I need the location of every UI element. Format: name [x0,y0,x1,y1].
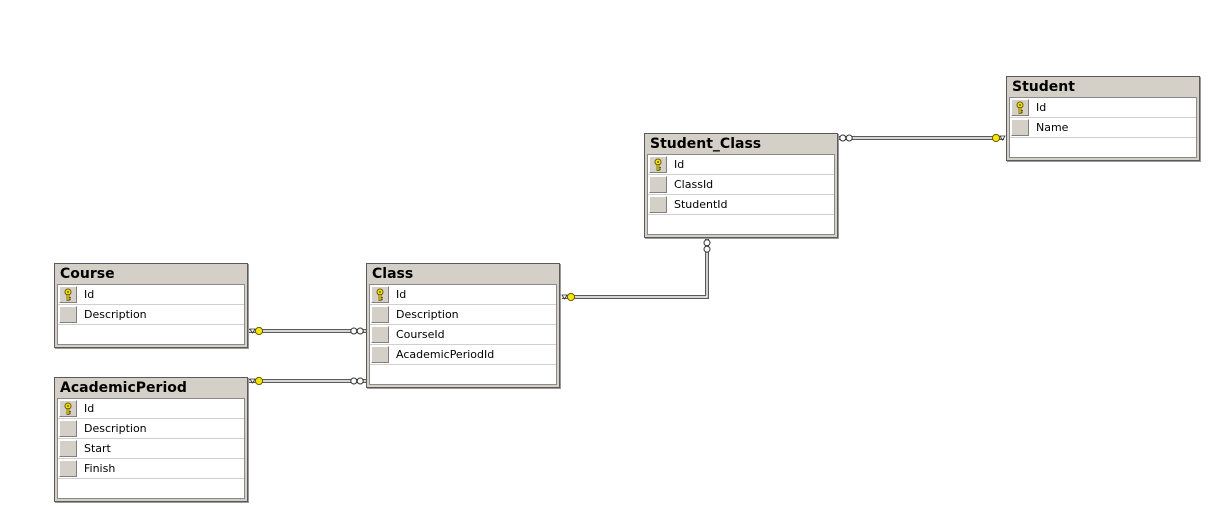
row-selector[interactable] [371,306,389,323]
one-end-icon [249,326,264,336]
many-end-icon [703,239,711,253]
relationship-line-inner [562,238,708,298]
column-name: Id [396,288,407,301]
key-icon [64,288,72,301]
table-title[interactable]: AcademicPeriod [60,380,187,396]
row-selector[interactable] [649,176,667,193]
many-end-icon [350,327,364,335]
table-title[interactable]: Student_Class [650,136,762,152]
column-row[interactable]: Description [370,305,556,325]
row-selector[interactable] [59,400,77,417]
table-title[interactable]: Course [60,266,115,282]
row-selector[interactable] [371,326,389,343]
column-name: Id [1036,101,1047,114]
row-selector[interactable] [649,156,667,173]
column-name: Id [674,158,685,171]
column-name: CourseId [396,328,445,341]
new-column-row[interactable] [370,365,556,384]
relationship-student-class-to-student[interactable] [838,133,1006,143]
column-name: Description [396,308,459,321]
column-row[interactable]: ClassId [648,175,834,195]
column-name: Name [1036,121,1069,134]
column-row[interactable]: Id [58,285,244,305]
column-row[interactable]: Name [1010,118,1196,138]
relationship-class-to-academic-period[interactable] [249,376,366,386]
column-row[interactable]: Id [58,399,244,419]
key-icon [376,288,384,301]
column-row[interactable]: StudentId [648,195,834,215]
column-row[interactable]: AcademicPeriodId [370,345,556,365]
column-row[interactable]: Start [58,439,244,459]
column-name: Start [84,442,111,455]
row-selector[interactable] [1011,99,1029,116]
new-column-row[interactable] [58,479,244,498]
row-selector[interactable] [59,306,77,323]
column-row[interactable]: Id [1010,98,1196,118]
one-end-icon [249,376,264,386]
one-end-icon [561,292,576,302]
relationship-line [562,238,709,299]
row-selector[interactable] [59,440,77,457]
key-icon [1016,101,1024,114]
column-name: ClassId [674,178,714,191]
column-row[interactable]: Description [58,419,244,439]
row-selector[interactable] [649,196,667,213]
column-name: Description [84,308,147,321]
column-name: StudentId [674,198,728,211]
row-selector[interactable] [371,286,389,303]
column-row[interactable]: Finish [58,459,244,479]
new-column-row[interactable] [648,215,834,234]
column-row[interactable]: Description [58,305,244,325]
row-selector[interactable] [59,420,77,437]
column-row[interactable]: CourseId [370,325,556,345]
row-selector[interactable] [1011,119,1029,136]
column-name: Id [84,288,95,301]
column-name: Description [84,422,147,435]
one-end-icon [991,133,1006,143]
new-column-row[interactable] [1010,138,1196,157]
table-title[interactable]: Student [1012,79,1075,95]
column-row[interactable]: Id [370,285,556,305]
column-name: AcademicPeriodId [396,348,495,361]
key-icon [654,158,662,171]
key-icon [64,402,72,415]
column-name: Finish [84,462,116,475]
many-end-icon [839,134,853,142]
column-row[interactable]: Id [648,155,834,175]
row-selector[interactable] [371,346,389,363]
relationship-class-to-course[interactable] [249,326,366,336]
row-selector[interactable] [59,460,77,477]
relationship-student-class-to-class[interactable] [561,238,711,302]
new-column-row[interactable] [58,325,244,344]
column-name: Id [84,402,95,415]
table-title[interactable]: Class [372,266,414,282]
many-end-icon [350,377,364,385]
row-selector[interactable] [59,286,77,303]
